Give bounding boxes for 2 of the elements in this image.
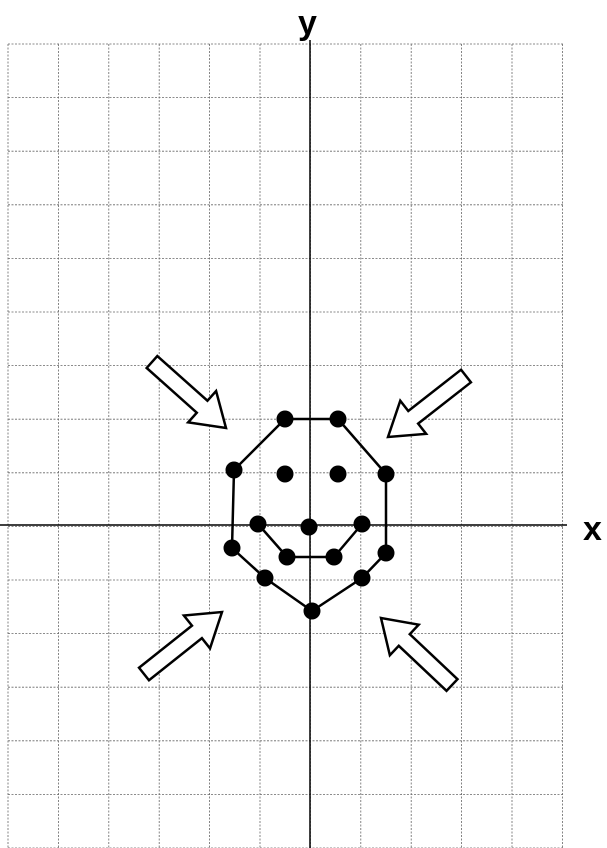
axis-label: y (298, 6, 317, 40)
axis-label: x (583, 512, 602, 546)
